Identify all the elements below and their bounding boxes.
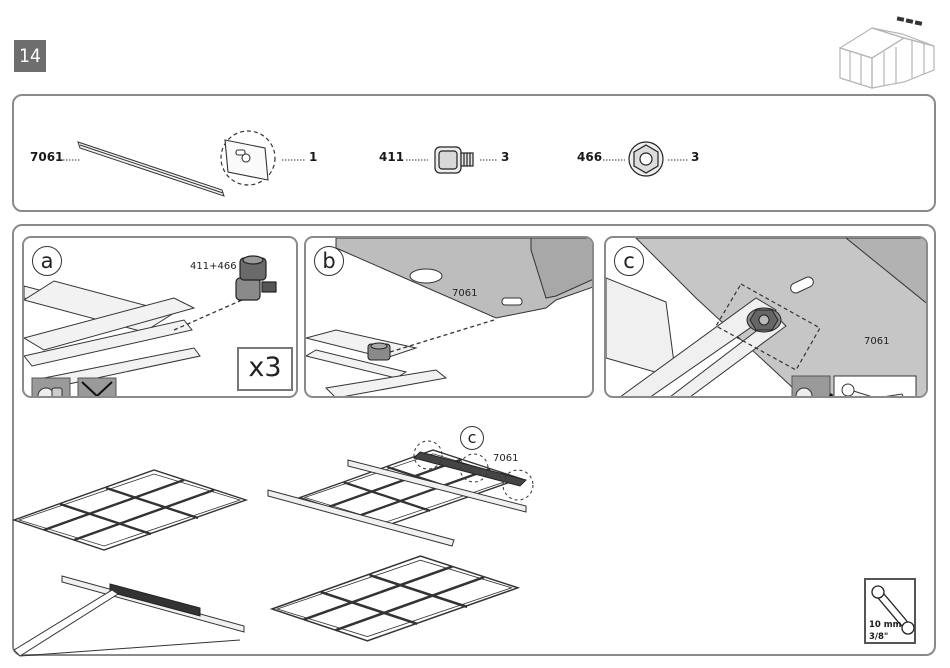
overview-callout-c: c [460, 426, 484, 450]
detail-panel-c: c 7061 [604, 236, 928, 398]
wrench-tool-icon [834, 376, 916, 398]
bolt-nut-combo-label: 411+466 [190, 261, 237, 272]
part-code-411: 411 [379, 150, 404, 164]
panel-c-drawing [606, 238, 928, 398]
parts-list-box [12, 94, 936, 212]
correct-orientation-icon [32, 378, 70, 398]
part-qty-7061: 1 [309, 150, 317, 164]
part-qty-411: 3 [501, 150, 509, 164]
panel-c-part-label: 7061 [864, 336, 889, 347]
detail-panel-b: b 7061 [304, 236, 594, 398]
panel-letter-b: b [314, 246, 344, 276]
panel-b-drawing [306, 238, 594, 398]
multiplier-label: x3 [238, 352, 292, 383]
wrong-orientation-icon [78, 378, 116, 398]
panel-b-part-label: 7061 [452, 288, 477, 299]
fastened-bolt-icon [747, 308, 781, 332]
part-code-7061: 7061 [30, 150, 63, 164]
step-number-badge: 14 [14, 40, 46, 72]
part-code-466: 466 [577, 150, 602, 164]
secured-check-icon [792, 376, 832, 398]
tool-size-imperial: 3/8" [869, 632, 888, 642]
part-qty-466: 3 [691, 150, 699, 164]
detail-panel-a: a 411+466 x3 [22, 236, 298, 398]
tool-size-box: 10 mm 3/8" [864, 578, 916, 644]
panel-letter-a: a [32, 246, 62, 276]
tool-size-metric: 10 mm [869, 620, 902, 630]
overview-part-label: 7061 [493, 453, 518, 464]
panel-letter-c: c [614, 246, 644, 276]
bolt-nut-combo-icon [236, 256, 276, 300]
bolt-in-slot-icon [368, 343, 390, 360]
